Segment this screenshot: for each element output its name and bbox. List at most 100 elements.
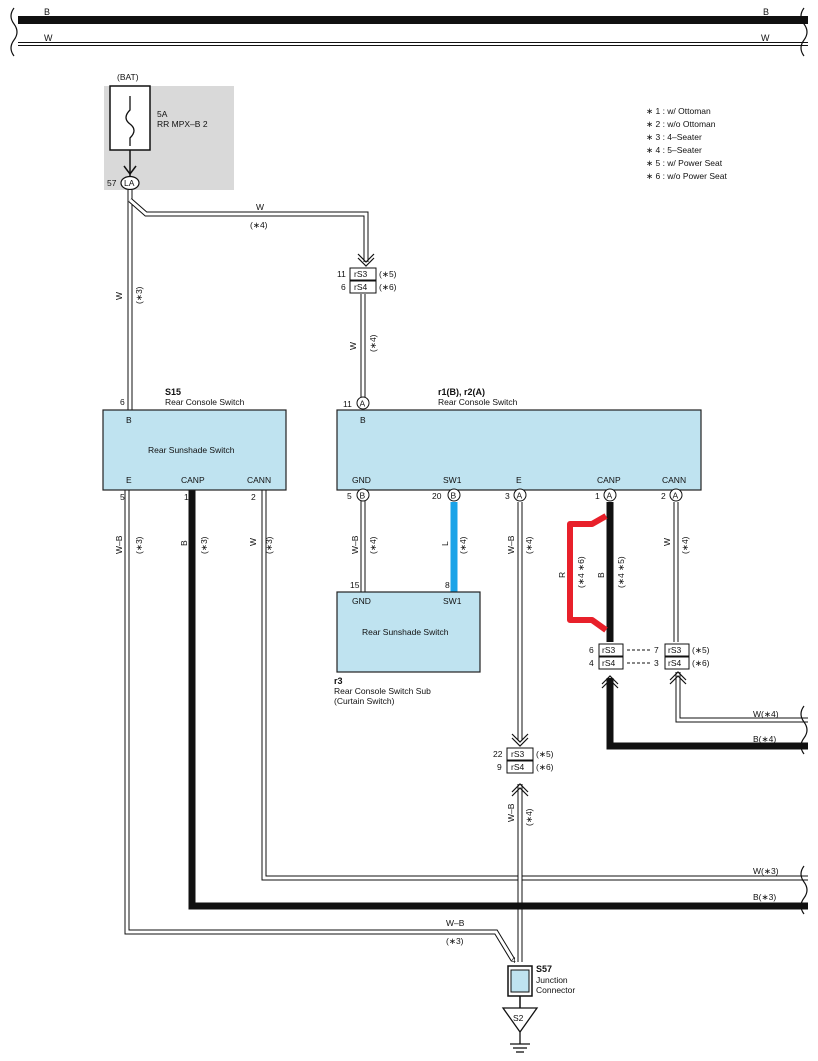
label-wb-gnd: W–B [350, 535, 360, 554]
conn-canp-rs4-label: rS4 [602, 658, 616, 668]
bus-b-label-right: B [763, 7, 769, 17]
conn-cann-rs3-num: 7 [654, 645, 659, 655]
r1-pin-canp-num: 1 [595, 491, 600, 501]
connector-la-pin: 57 [107, 178, 117, 188]
conn-top-rs4-label: rS4 [354, 282, 368, 292]
wire-b-s15-canp [188, 490, 808, 910]
label-wb-e: W–B [506, 535, 516, 554]
conn-e-rs4-label: rS4 [511, 762, 525, 772]
wire-b-rs4-bus [606, 678, 808, 750]
r3-gnd-num: 15 [350, 580, 360, 590]
bus-break-right [800, 7, 808, 57]
label-w-s15cann: W [248, 538, 258, 546]
bus-w-label-right: W [761, 33, 770, 43]
conn-top-rs4 [349, 280, 377, 294]
arrow-down-icon [511, 733, 529, 747]
wire-w-s15-cann [261, 490, 808, 881]
label-b-n3-bus: B(∗3) [753, 892, 776, 902]
conn-cann-rs3 [664, 643, 690, 657]
arrow-up-icon [601, 675, 619, 689]
r3-inner: Rear Sunshade Switch [362, 627, 449, 637]
conn-e-rs4 [506, 760, 534, 774]
conn-canp-rs3 [598, 643, 624, 657]
label-n4-cann: (∗4) [680, 536, 690, 554]
s15-inner: Rear Sunshade Switch [148, 445, 235, 455]
arrow-down-icon [357, 253, 375, 267]
r1-pin-gnd: GND [352, 475, 371, 485]
label-n4-rs4: (∗4) [368, 334, 378, 352]
label-w-cann: W [662, 538, 672, 546]
conn-top-rs3-num: 11 [337, 269, 346, 279]
r3-sw1: SW1 [443, 596, 462, 606]
connector-la-label: LA [124, 178, 135, 188]
r3-id: r3 [334, 676, 343, 686]
label-n4-sw1: (∗4) [458, 536, 468, 554]
conn-e-rs3 [506, 747, 534, 761]
conn-cann-rs4-num: 3 [654, 658, 659, 668]
conn-canp-rs3-label: rS3 [602, 645, 616, 655]
label-wb-rs4: W–B [506, 803, 516, 822]
label-n3-bottom: (∗3) [446, 936, 464, 946]
r1-pin-sw1-num: 20 [432, 491, 442, 501]
bus-b-label-left: B [44, 7, 50, 17]
arrow-down-icon [123, 165, 137, 176]
wire-w-la-rs3 [128, 198, 369, 262]
r1-pin-canp-conn [603, 488, 617, 502]
connector-top: rS3 rS4 11 6 (∗5) (∗6) [337, 267, 397, 294]
label-n4-e: (∗4) [524, 536, 534, 554]
conn-top-rs3 [349, 267, 377, 281]
bus-break-left [10, 7, 18, 57]
note-1: ∗ 1 : w/ Ottoman [646, 106, 711, 116]
r1-pin-b-conn-label: A [360, 399, 366, 409]
s15-box [102, 409, 287, 491]
r1-pin-e-num: 3 [505, 491, 510, 501]
label-b-n4-bus: B(∗4) [753, 734, 776, 744]
r3-sw1-num: 8 [445, 580, 450, 590]
r1-pin-cann-num: 2 [661, 491, 666, 501]
r1-box [336, 409, 702, 491]
wires-white [124, 190, 808, 962]
fuse-name: RR MPX–B 2 [157, 119, 208, 129]
ground-triangle [501, 1007, 539, 1034]
arrow-up-icon [669, 671, 687, 685]
r1-pin-b: B [360, 415, 366, 425]
r1-pin-e: E [516, 475, 522, 485]
note-4: ∗ 4 : 5–Seater [646, 145, 702, 155]
conn-cann-n5: (∗5) [692, 645, 710, 655]
wires-colored [450, 502, 608, 633]
s15-name: Rear Console Switch [165, 397, 245, 407]
r1-pin-gnd-conn-label: B [360, 491, 366, 501]
r1-pin-sw1: SW1 [443, 475, 462, 485]
label-n3-s15canp: (∗3) [199, 536, 209, 554]
label-w-n4-bus: W(∗4) [753, 709, 779, 719]
conn-top-rs4-num: 6 [341, 282, 346, 292]
label-b-s15: B [179, 540, 189, 546]
r1-pin-b-conn [356, 396, 370, 410]
r3-gnd: GND [352, 596, 371, 606]
note-6: ∗ 6 : w/o Power Seat [646, 171, 727, 181]
conn-canp-rs3-num: 6 [589, 645, 594, 655]
r3-sub: (Curtain Switch) [334, 696, 395, 706]
note-3: ∗ 3 : 4–Seater [646, 132, 702, 142]
r3-name: Rear Console Switch Sub [334, 686, 431, 696]
conn-canp-rs4-num: 4 [589, 658, 594, 668]
s57-pin: 4 [511, 955, 516, 965]
r1-pin-gnd-conn [356, 488, 370, 502]
fuse-icon [125, 96, 135, 146]
component-s15: S15 Rear Console Switch Rear Sunshade Sw… [102, 387, 287, 502]
wires-black [188, 490, 808, 910]
label-n4-gnd: (∗4) [368, 536, 378, 554]
s57-id: S57 [536, 964, 552, 974]
conn-e-n5: (∗5) [536, 749, 554, 759]
s57-name2: Connector [536, 985, 575, 995]
r3-box [336, 591, 481, 673]
label-wb-s15: W–B [114, 535, 124, 554]
s15-pin-cann: CANN [247, 475, 271, 485]
ground-id: S2 [513, 1013, 524, 1023]
label-n3-la: (∗3) [134, 286, 144, 304]
conn-cann-rs4 [664, 656, 690, 670]
conn-cann-rs3-label: rS3 [668, 645, 682, 655]
conn-top-n6: (∗6) [379, 282, 397, 292]
s15-pin-cann-num: 2 [251, 492, 256, 502]
